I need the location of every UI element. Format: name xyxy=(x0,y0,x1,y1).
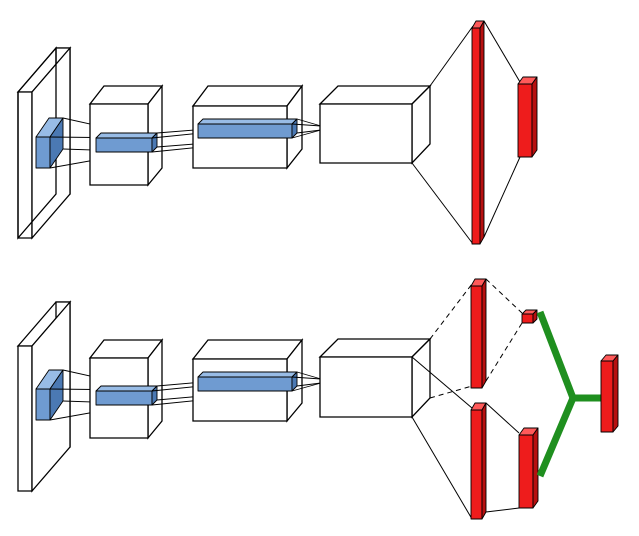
filter-bar xyxy=(197,118,298,139)
fc-layer-upper xyxy=(470,278,487,389)
filter-bar xyxy=(95,132,158,153)
filter-patch xyxy=(35,369,64,421)
fc-connection-lines xyxy=(485,402,520,513)
fc-layer-lower xyxy=(470,402,487,520)
network-top xyxy=(16,20,538,245)
fc-connection-lines xyxy=(411,356,473,520)
dashed-connection-lines xyxy=(485,278,523,382)
dashed-connection-lines xyxy=(429,283,473,399)
projection-lines xyxy=(291,371,322,392)
fc-layer-lower-2 xyxy=(518,427,539,509)
merge-fork xyxy=(536,310,603,478)
conv-block-3 xyxy=(318,337,432,419)
filter-bar xyxy=(95,385,158,406)
output-layer xyxy=(600,354,619,433)
filter-patch xyxy=(35,117,64,169)
conv-block-3 xyxy=(318,84,432,165)
network-bottom xyxy=(16,278,619,520)
fc-layer-1 xyxy=(471,20,485,245)
filter-bar xyxy=(197,371,298,392)
fc-layer-2 xyxy=(517,76,538,158)
projection-lines xyxy=(291,118,322,139)
fc-connection-lines xyxy=(411,25,474,245)
fc-node-small xyxy=(521,309,538,324)
fc-connection-lines xyxy=(483,20,521,238)
